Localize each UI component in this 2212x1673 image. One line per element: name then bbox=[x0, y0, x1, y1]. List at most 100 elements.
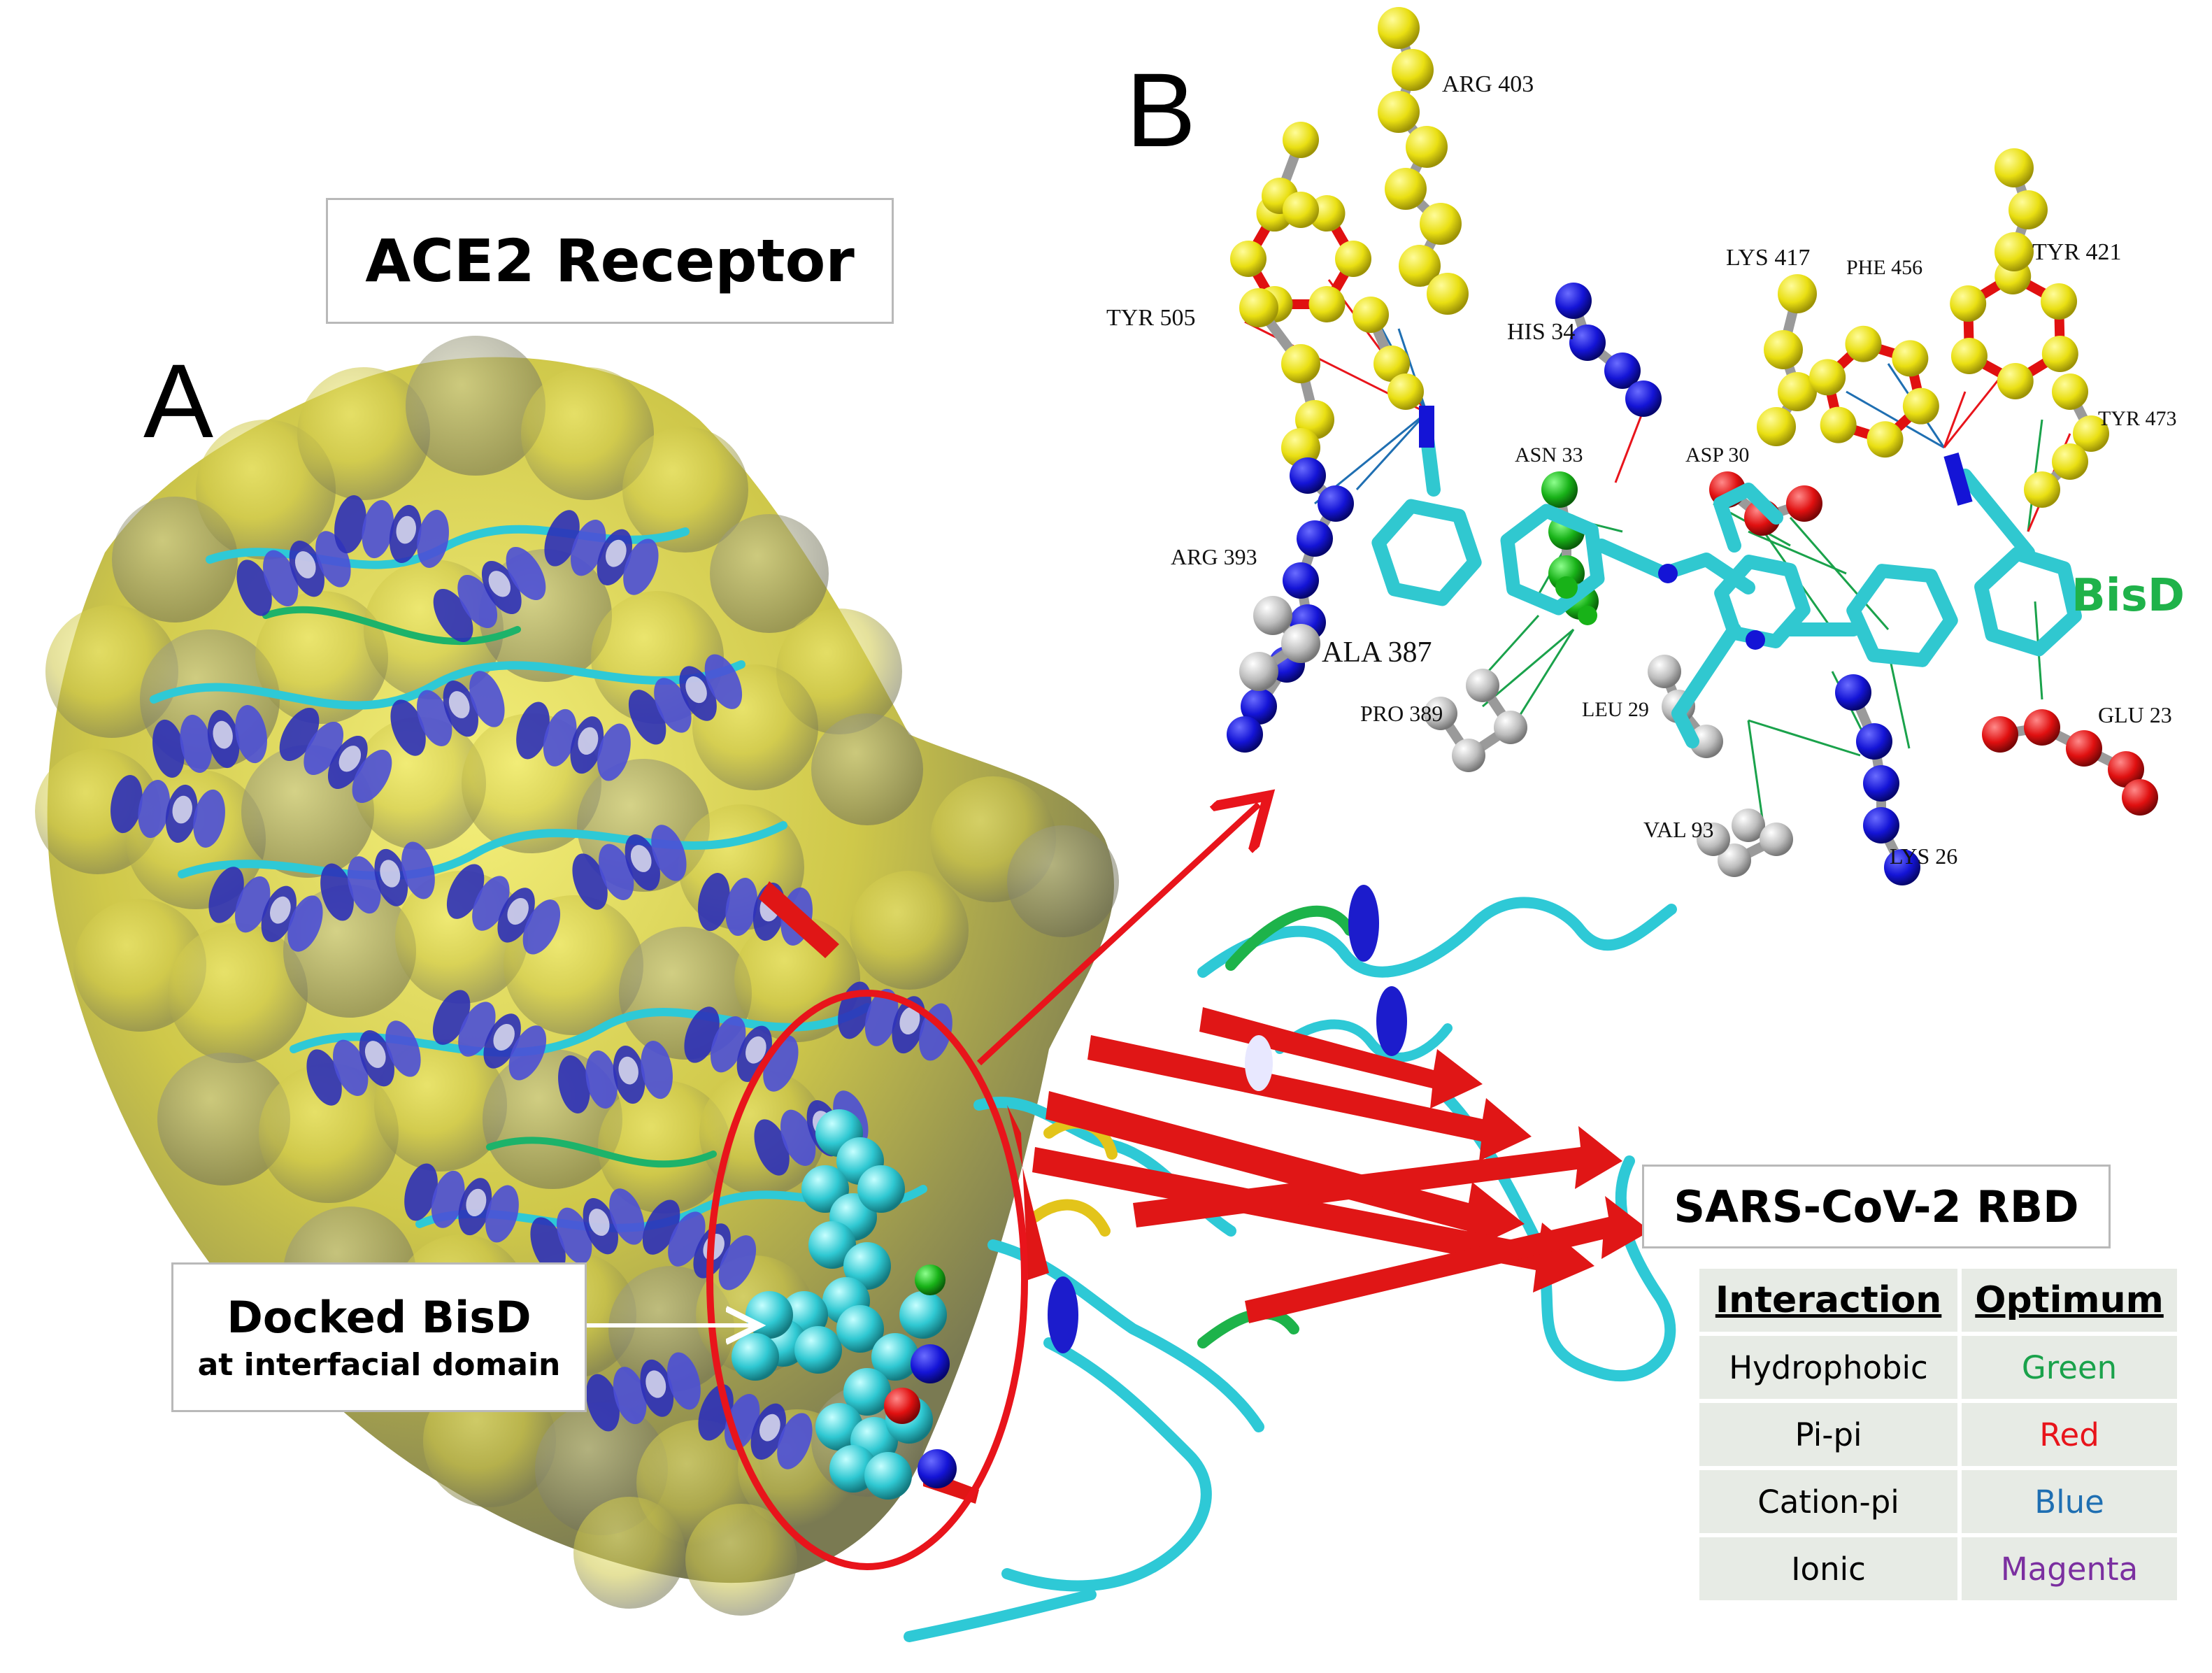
helix-highlight bbox=[380, 860, 401, 888]
lys-417 bbox=[1757, 274, 1817, 446]
helix-highlight bbox=[364, 1041, 386, 1068]
helix-turn bbox=[651, 825, 687, 881]
ligand-atom-cl bbox=[915, 1265, 946, 1295]
helix bbox=[390, 671, 505, 756]
helix bbox=[446, 864, 561, 955]
interaction-line bbox=[1789, 517, 1890, 630]
atom bbox=[1625, 380, 1662, 417]
helix-turn bbox=[586, 1374, 620, 1432]
atom bbox=[1392, 49, 1434, 91]
helix-turn bbox=[623, 539, 659, 595]
helix-turn bbox=[401, 841, 435, 899]
helix-turn bbox=[180, 714, 213, 774]
helix-turn bbox=[152, 719, 185, 778]
docked-label-title: Docked BisD bbox=[227, 1292, 531, 1343]
atom bbox=[1648, 655, 1681, 688]
atom bbox=[1555, 283, 1592, 319]
helix bbox=[586, 1352, 701, 1432]
helix-turn bbox=[704, 654, 743, 709]
ligand-atom bbox=[899, 1291, 947, 1339]
residue-label: PHE 456 bbox=[1846, 256, 1923, 279]
atom bbox=[1281, 344, 1320, 383]
helix-turn bbox=[609, 1188, 645, 1245]
tyr-421-tail bbox=[1995, 148, 2048, 271]
atom bbox=[1604, 353, 1641, 389]
ace2-label-box: ACE2 Receptor bbox=[326, 198, 894, 324]
residue-label: TYR 473 bbox=[2098, 407, 2177, 430]
panel-a-letter: A bbox=[143, 342, 214, 460]
atom bbox=[1902, 387, 1939, 425]
atom bbox=[1760, 823, 1793, 856]
helix-turn bbox=[457, 575, 498, 628]
atom bbox=[1494, 711, 1527, 744]
ligand-cl-atom bbox=[1555, 576, 1578, 599]
atom bbox=[1353, 297, 1389, 333]
ala-387 bbox=[1239, 596, 1320, 691]
atom bbox=[1718, 843, 1751, 877]
helix-highlight bbox=[759, 1414, 780, 1441]
surface-bump bbox=[112, 497, 238, 622]
rbd-label-box: SARS-CoV-2 RBD bbox=[1642, 1165, 2111, 1248]
helix-turn bbox=[306, 1049, 342, 1106]
atom bbox=[1290, 457, 1326, 494]
helix-turn bbox=[320, 863, 354, 921]
atom bbox=[1399, 245, 1441, 287]
helix-turn bbox=[193, 789, 225, 848]
atom bbox=[1253, 596, 1292, 635]
helix-highlight bbox=[588, 1209, 610, 1236]
docked-label-box: Docked BisD at interfacial domain bbox=[171, 1262, 587, 1412]
helix-turn bbox=[597, 723, 631, 781]
legend-interaction: Ionic bbox=[1699, 1537, 1958, 1600]
helix-turn bbox=[352, 750, 392, 803]
residue-label: LYS 417 bbox=[1726, 245, 1811, 271]
surface-bump bbox=[850, 871, 969, 990]
helix-turn bbox=[864, 988, 899, 1046]
helix-turn bbox=[641, 1041, 673, 1099]
docked-label-subtitle: at interfacial domain bbox=[197, 1347, 561, 1383]
bisd-label: BisD bbox=[2071, 570, 2185, 622]
legend-header-interaction: Interaction bbox=[1699, 1269, 1958, 1332]
bisd-ligand-sticks bbox=[1371, 427, 2082, 748]
atom bbox=[2008, 190, 2048, 229]
ace2-label: ACE2 Receptor bbox=[365, 227, 855, 295]
residue-label: VAL 93 bbox=[1643, 817, 1714, 842]
atom bbox=[1283, 562, 1319, 599]
legend-color: Red bbox=[1962, 1403, 2177, 1466]
rbd-label: SARS-CoV-2 RBD bbox=[1674, 1181, 2079, 1232]
helix-turn bbox=[508, 1025, 547, 1081]
residue-label: PRO 389 bbox=[1360, 701, 1443, 726]
atom bbox=[1809, 359, 1846, 396]
helix-highlight bbox=[213, 720, 233, 749]
helix-turn bbox=[287, 895, 323, 952]
atom bbox=[1239, 652, 1278, 691]
atom bbox=[1387, 373, 1424, 410]
helix-turn bbox=[571, 519, 606, 576]
arg-403-tail bbox=[1353, 297, 1424, 410]
atom bbox=[1385, 168, 1427, 210]
helix-highlight bbox=[396, 515, 416, 544]
helix-highlight bbox=[338, 746, 362, 772]
ligand-atom bbox=[836, 1305, 884, 1353]
helix bbox=[208, 867, 323, 952]
atom bbox=[1569, 325, 1606, 361]
ligand-n bbox=[1943, 452, 1973, 506]
legend-color: Magenta bbox=[1962, 1537, 2177, 1600]
atom bbox=[1420, 203, 1462, 245]
helix-turn bbox=[208, 867, 244, 923]
surface-bump bbox=[710, 514, 829, 633]
helix-turn bbox=[417, 509, 449, 568]
helix-turn bbox=[235, 705, 267, 764]
helix-highlight bbox=[172, 795, 192, 824]
surface-bump bbox=[259, 1063, 399, 1203]
helix-turn bbox=[485, 1185, 519, 1243]
helix bbox=[404, 1163, 519, 1243]
atom bbox=[2108, 751, 2144, 788]
atom bbox=[1697, 823, 1730, 856]
helix bbox=[572, 825, 687, 910]
residue-label: ASP 30 bbox=[1685, 443, 1750, 467]
residue-label: HIS 34 bbox=[1507, 319, 1576, 345]
helix bbox=[530, 1188, 645, 1274]
ligand-atom-n bbox=[918, 1449, 957, 1488]
atom bbox=[1856, 723, 1892, 760]
atom bbox=[1786, 485, 1822, 522]
